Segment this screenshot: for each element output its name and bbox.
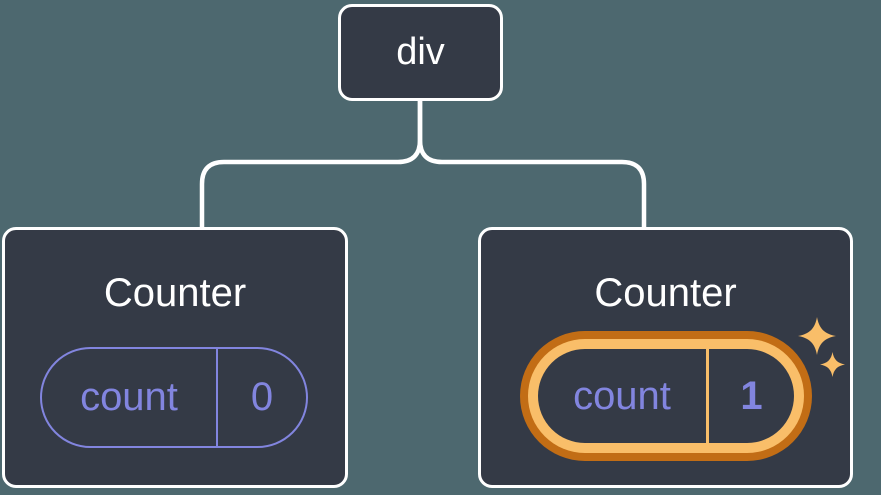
state-pill-highlight-ring-inner: count 1 <box>528 339 804 453</box>
state-pill: count 1 <box>538 349 794 443</box>
state-value: 0 <box>250 375 274 419</box>
sparkle-large-icon <box>798 317 836 355</box>
connector-right-branch <box>417 95 647 233</box>
state-value: 1 <box>740 373 763 418</box>
component-title: Counter <box>594 271 737 315</box>
state-pill-highlight-ring: count 1 <box>520 331 812 461</box>
state-key-label: count <box>538 349 709 443</box>
counter-card-left: Counter count 0 <box>2 227 348 488</box>
connector-left-branch <box>199 95 423 233</box>
state-pill: count 0 <box>40 347 308 448</box>
counter-card-right: Counter count 1 <box>478 227 853 488</box>
component-title: Counter <box>103 271 247 315</box>
sparkle-small-icon <box>820 352 845 377</box>
root-node-label: div <box>396 31 445 73</box>
root-node-div: div <box>338 4 503 101</box>
state-key-label: count <box>42 349 218 446</box>
